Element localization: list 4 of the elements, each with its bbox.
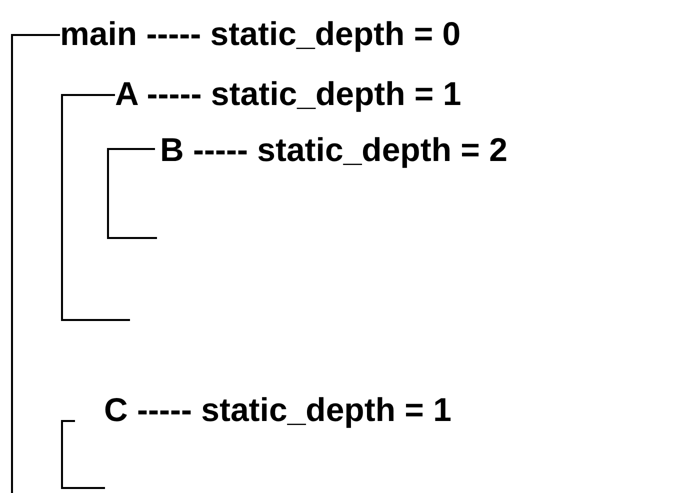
scope-label: main ----- static_depth = 0 — [60, 14, 461, 54]
scope-label: B ----- static_depth = 2 — [160, 130, 508, 170]
scope-label: A ----- static_depth = 1 — [115, 74, 462, 114]
scope-label: C ----- static_depth = 1 — [104, 390, 452, 430]
